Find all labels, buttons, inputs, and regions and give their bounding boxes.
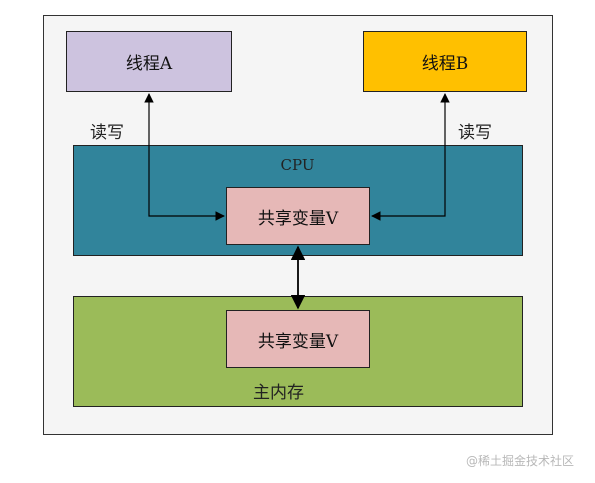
- thread-a-box: 线程A: [66, 31, 232, 92]
- thread-b-label: 线程B: [421, 54, 469, 74]
- cpu-label-row: CPU: [0, 156, 595, 174]
- cpu-shared-variable-label: 共享变量V: [257, 208, 339, 229]
- watermark: @稀土掘金技术社区: [466, 454, 575, 468]
- cpu-label: CPU: [280, 156, 315, 174]
- thread-b-connector: [371, 93, 450, 221]
- main-memory-label: 主内存: [253, 383, 304, 403]
- thread-b-box: 线程B: [363, 31, 527, 92]
- thread-a-label: 线程A: [125, 54, 173, 74]
- memory-shared-variable-box: 共享变量V: [226, 310, 370, 368]
- cpu-shared-variable-box: 共享变量V: [226, 187, 370, 245]
- memory-shared-variable-label: 共享变量V: [257, 331, 339, 352]
- thread-a-connector: [144, 93, 225, 221]
- read-write-right-label: 读写: [458, 123, 492, 143]
- read-write-left-label: 读写: [90, 123, 124, 143]
